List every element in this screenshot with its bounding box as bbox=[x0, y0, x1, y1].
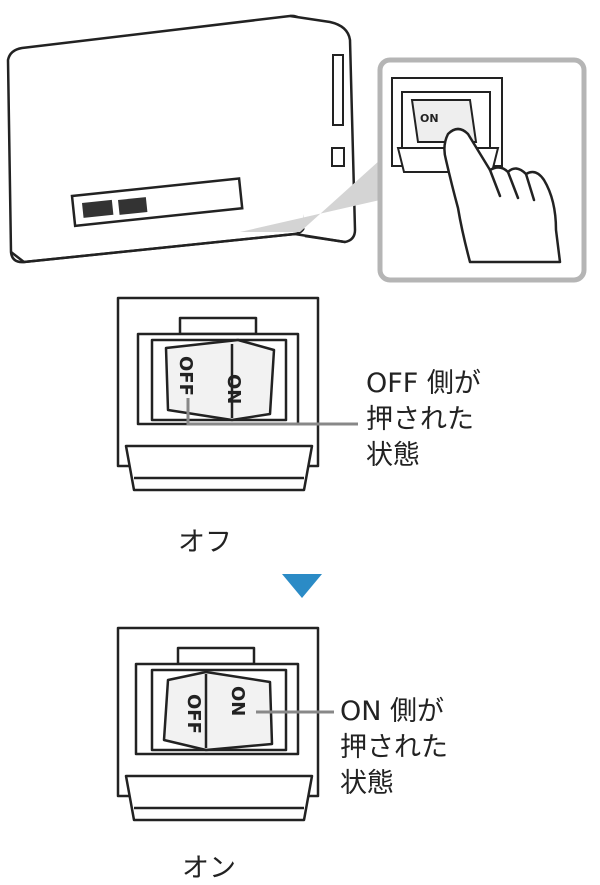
on-rocker-label-off: OFF bbox=[183, 694, 204, 734]
hand-icon bbox=[443, 127, 562, 264]
off-rocker-label-off: OFF bbox=[175, 356, 196, 396]
device-side-detail bbox=[331, 54, 345, 167]
off-caption: オフ bbox=[178, 527, 232, 558]
switch-on-state bbox=[116, 626, 320, 822]
callout-leader bbox=[240, 160, 380, 232]
on-description: ON 側が 押された 状態 bbox=[340, 694, 448, 802]
on-description-line-2: 押された bbox=[340, 732, 448, 763]
on-description-line-1: ON 側が bbox=[340, 696, 445, 727]
on-caption: オン bbox=[182, 853, 236, 884]
switch-off-state bbox=[116, 296, 320, 492]
on-description-line-3: 状態 bbox=[340, 768, 394, 799]
down-arrow-icon bbox=[282, 574, 322, 598]
svg-text:ON: ON bbox=[420, 112, 439, 125]
off-description-line-2: 押された bbox=[366, 404, 474, 435]
off-description-line-1: OFF 側が bbox=[366, 368, 481, 399]
off-leader-line bbox=[186, 398, 358, 426]
on-rocker-label-on: ON bbox=[227, 686, 248, 716]
device-display bbox=[70, 177, 244, 228]
off-description-line-3: 状態 bbox=[366, 440, 420, 471]
off-description: OFF 側が 押された 状態 bbox=[366, 366, 481, 474]
off-rocker-label-on: ON bbox=[223, 374, 244, 404]
